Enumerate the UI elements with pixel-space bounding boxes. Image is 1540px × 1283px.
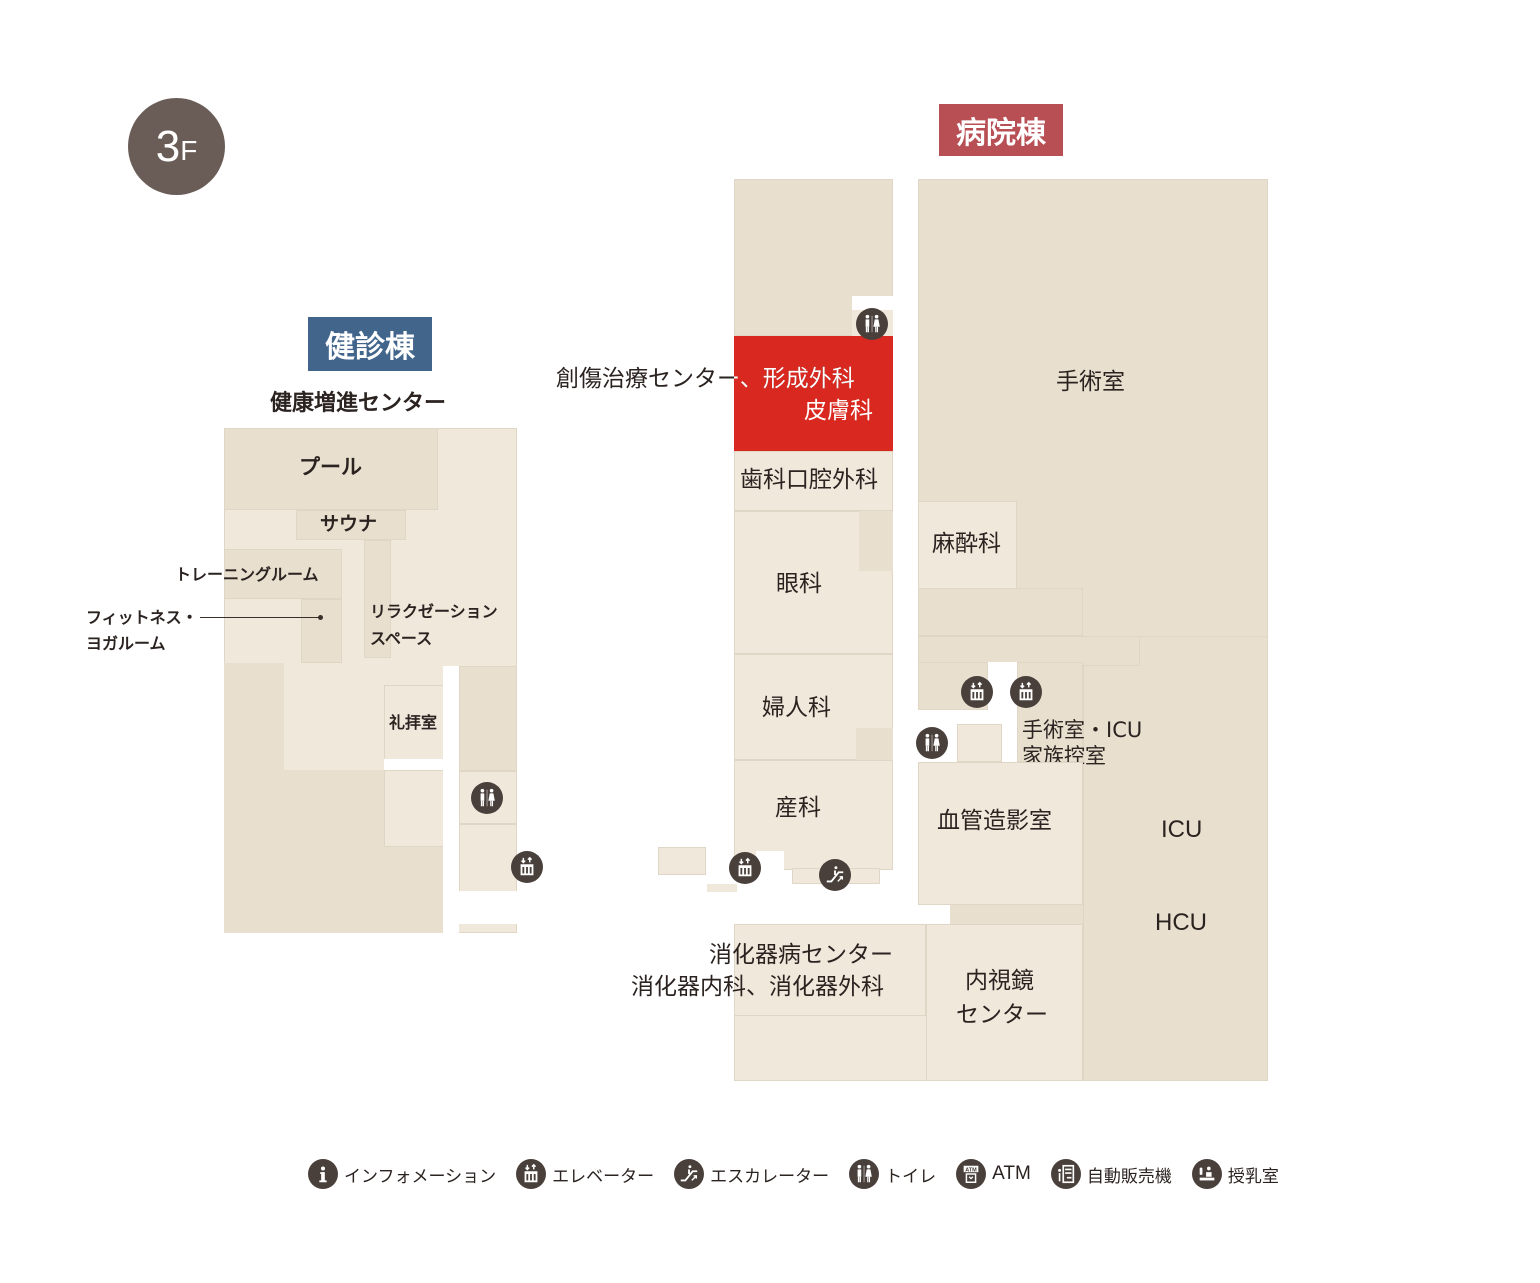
room-fitness-label-1: フィットネス・: [86, 608, 198, 627]
room-surgery[interactable]: [918, 179, 1268, 637]
room-wound-label-1-white: 創傷治療センター、形成外科: [734, 366, 855, 392]
fitness-leader-line: [200, 617, 320, 618]
room-surgery-label: 手術室: [1056, 369, 1125, 395]
room-digestive-label-1: 消化器病センター: [709, 942, 893, 968]
room-family-label-1: 手術室・ICU: [1022, 718, 1143, 742]
restroom-alcove: [852, 296, 893, 310]
room-angiography-label: 血管造影室: [937, 808, 1052, 834]
room-dental-label: 歯科口腔外科: [740, 467, 878, 493]
room-endoscopy[interactable]: [926, 924, 1083, 1081]
restroom-icon[interactable]: [856, 308, 888, 340]
byoin-corridor-main: [893, 179, 918, 891]
legend-label: インフォメーション: [344, 1166, 497, 1187]
connection-corridor: [443, 891, 950, 924]
floor-number: 3: [155, 121, 181, 171]
room-relax-label-2: スペース: [370, 629, 433, 648]
kenshin-room-lower: [384, 770, 444, 847]
angio-lower-strip: [950, 905, 1083, 925]
room-digestive-label-2: 消化器内科、消化器外科: [631, 974, 884, 1000]
room-endoscopy-label-1: 内視鏡: [965, 968, 1034, 994]
room-icu-label: ICU: [1161, 816, 1203, 843]
kenshin-building-label: 健診棟: [308, 317, 432, 371]
room-eye-label: 眼科: [776, 571, 822, 597]
legend-label: エスカレーター: [710, 1166, 830, 1187]
restroom-room: [957, 724, 1002, 762]
floor-suffix: F: [180, 134, 198, 166]
corridor-edge-block: [707, 884, 737, 892]
eye-side-room: [859, 511, 893, 571]
room-wound-center-highlighted[interactable]: [734, 336, 893, 451]
byoin-building-label: 病院棟: [939, 104, 1063, 156]
room-gynecology-label: 婦人科: [762, 695, 831, 721]
elevator-icon[interactable]: [729, 852, 761, 884]
legend-label: エレベーター: [552, 1166, 655, 1187]
byoin-building-text: 病院棟: [956, 116, 1046, 151]
relax-column: [364, 540, 391, 658]
legend-item-info: インフォメーション: [308, 1159, 496, 1189]
kenshin-core-upper: [459, 666, 517, 771]
legend-item-vending: 自動販売機: [1050, 1159, 1172, 1189]
health-center-title: 健康増進センター: [270, 391, 447, 416]
elevator-icon: [516, 1159, 547, 1189]
restroom-hall: [918, 710, 988, 724]
room-pool[interactable]: [224, 428, 438, 510]
nursing-room-icon: [1191, 1159, 1222, 1189]
elevator-icon[interactable]: [961, 676, 993, 708]
escalator-icon[interactable]: [819, 859, 851, 891]
restroom-icon: [849, 1159, 880, 1189]
family-waiting-room[interactable]: [1017, 662, 1083, 762]
elevator-icon[interactable]: [1010, 676, 1042, 708]
room-hcu-label: HCU: [1155, 909, 1207, 936]
surgery-small-rooms: [918, 588, 1083, 636]
room-dental[interactable]: [734, 451, 893, 511]
room-fitness-yoga[interactable]: [301, 599, 342, 663]
svg-text:ATM: ATM: [965, 1167, 977, 1173]
kenshin-stairs: [459, 824, 517, 892]
room-relax-label-1: リラクゼーション: [370, 602, 498, 621]
room-wound-label-2: 皮膚科: [804, 398, 873, 424]
room-sauna-label: サウナ: [320, 513, 378, 535]
vending-machine-icon: [1050, 1159, 1081, 1189]
room-wound-label-1: 創傷治療センター、形成外科: [556, 366, 855, 392]
legend-label: 授乳室: [1227, 1166, 1279, 1187]
kenshin-corridor-h: [384, 759, 444, 770]
legend: インフォメーション エレベーター エスカレーター トイレ ATM ATM 自動販…: [308, 1159, 1279, 1189]
legend-label: トイレ: [885, 1166, 937, 1187]
room-pool-label: プール: [299, 455, 362, 479]
room-wound-label-1-overlay: 創傷治療センター、形成外科: [734, 365, 893, 395]
escalator-icon: [674, 1159, 705, 1189]
restroom-icon[interactable]: [471, 782, 503, 814]
legend-label: ATM: [992, 1163, 1031, 1184]
room-sauna[interactable]: [296, 510, 406, 540]
legend-label: 自動販売機: [1086, 1166, 1172, 1187]
legend-item-elevator: エレベーター: [516, 1159, 654, 1189]
room-fitness-label-2: ヨガルーム: [86, 634, 166, 653]
restroom-icon[interactable]: [916, 727, 948, 759]
icu-hcu-wing[interactable]: [1083, 636, 1268, 1081]
atm-icon: ATM: [956, 1159, 987, 1189]
legend-item-restroom: トイレ: [849, 1159, 936, 1189]
kenshin-corridor-v: [443, 666, 459, 933]
legend-item-atm: ATM ATM: [956, 1159, 1031, 1189]
legend-item-nursing: 授乳室: [1191, 1159, 1279, 1189]
fitness-leader-dot: [318, 615, 323, 620]
room-endoscopy-label-2: センター: [956, 1002, 1048, 1028]
info-icon: [308, 1159, 338, 1189]
kenshin-building-text: 健診棟: [325, 330, 415, 365]
room-angiography[interactable]: [918, 762, 1083, 905]
room-training[interactable]: [224, 549, 342, 599]
room-anesthesia-label: 麻酔科: [932, 531, 1001, 557]
room-prayer-label: 礼拝室: [389, 713, 438, 732]
room-training-label: トレーニングルーム: [175, 565, 319, 584]
room-obstetrics-label: 産科: [775, 795, 821, 821]
legend-item-escalator: エスカレーター: [674, 1159, 829, 1189]
corridor-kiosk: [658, 847, 706, 875]
elevator-icon[interactable]: [511, 851, 543, 883]
room-prayer[interactable]: [384, 685, 444, 760]
room-digestive-center[interactable]: [734, 924, 926, 1016]
